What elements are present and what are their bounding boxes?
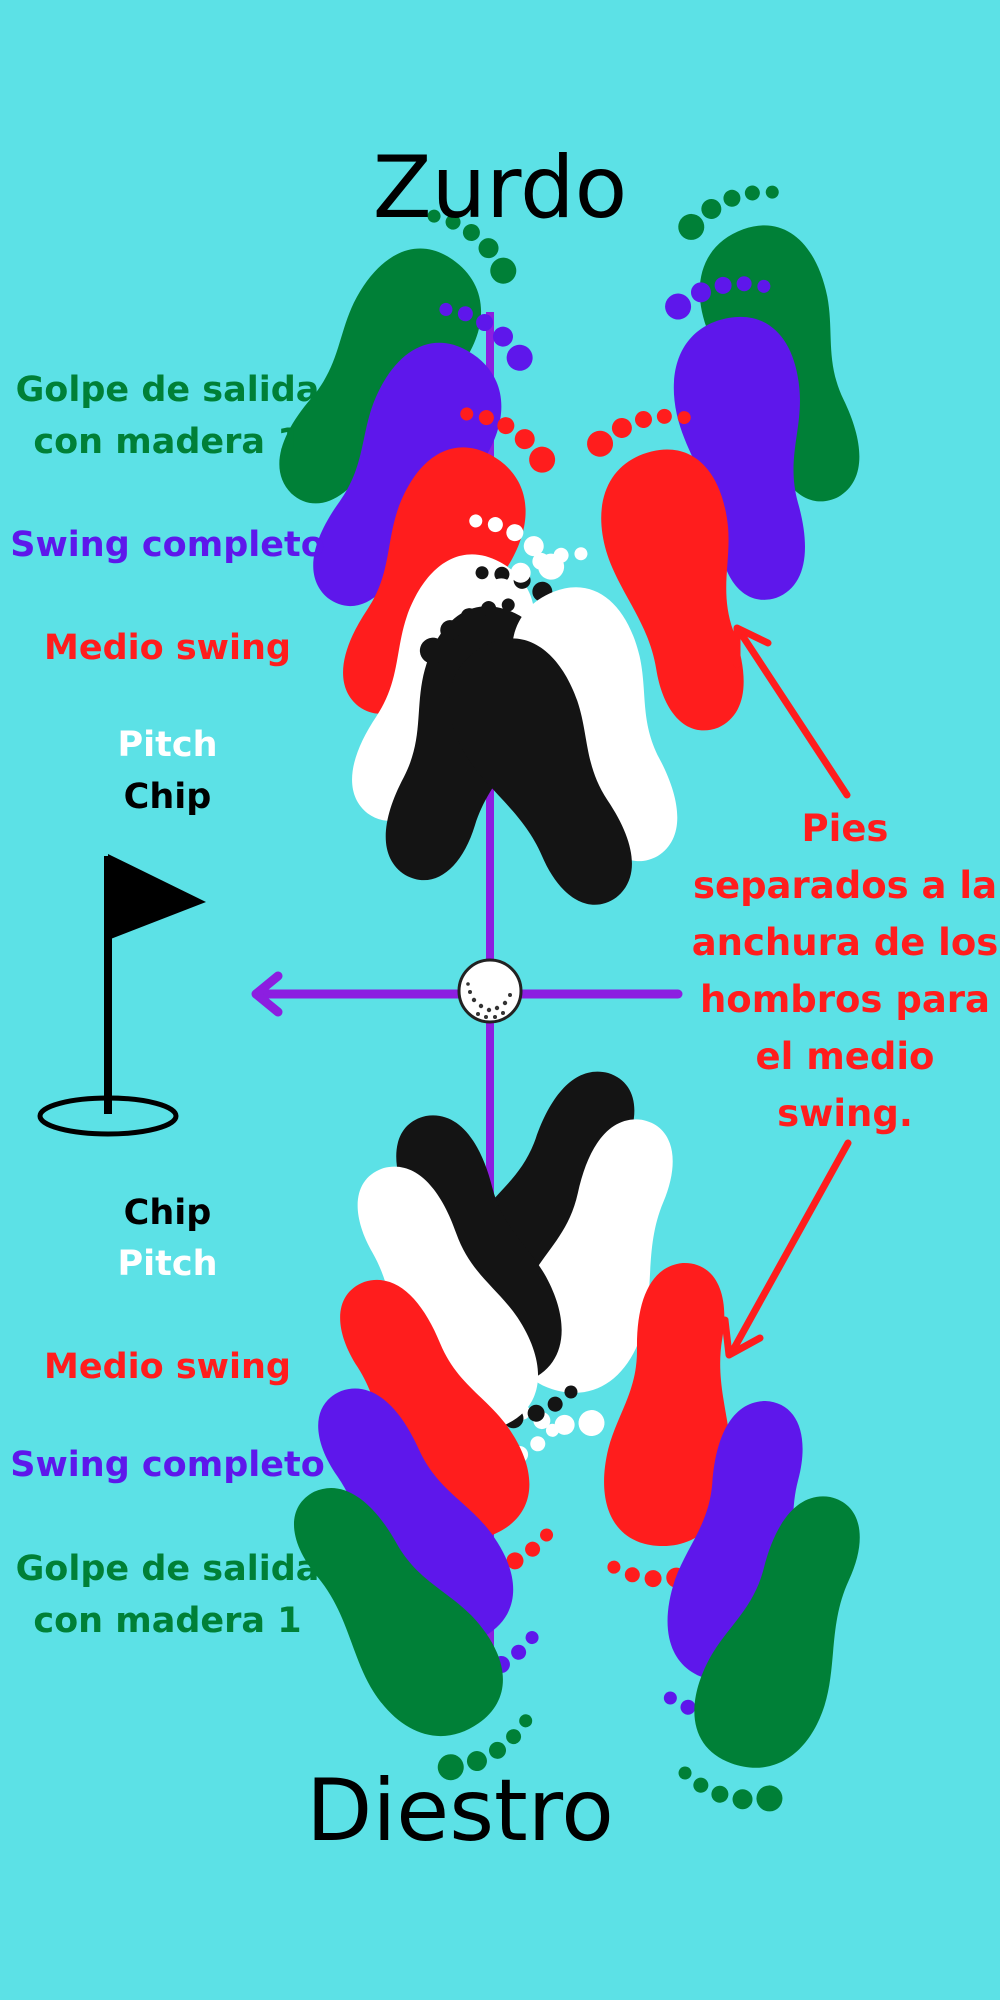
flag-icon xyxy=(37,854,206,1137)
label-full-swing-top: Swing completo xyxy=(10,525,325,565)
label-half-swing-top: Medio swing xyxy=(44,628,291,668)
arrow-down-icon xyxy=(721,1139,852,1359)
label-driver-bottom: Golpe de salida con madera 1 xyxy=(15,1549,320,1641)
label-half-swing-bottom: Medio swing xyxy=(44,1347,291,1387)
golf-ball-icon xyxy=(457,958,523,1024)
footprints-right-handed xyxy=(260,1047,893,1826)
shoulder-width-note: Pies separados a la anchura de los hombr… xyxy=(691,807,999,1135)
title-right-handed: Diestro xyxy=(306,1761,614,1861)
label-chip-bottom: Chip xyxy=(123,1193,212,1233)
label-pitch-bottom: Pitch xyxy=(117,1244,218,1284)
label-full-swing-bottom: Swing completo xyxy=(10,1445,325,1485)
title-left-handed: Zurdo xyxy=(372,138,628,238)
arrow-up-icon xyxy=(733,624,851,799)
label-driver-top: Golpe de salida con madera 1 xyxy=(15,370,320,462)
label-chip-top: Chip xyxy=(123,777,212,817)
label-pitch-top: Pitch xyxy=(117,725,218,765)
